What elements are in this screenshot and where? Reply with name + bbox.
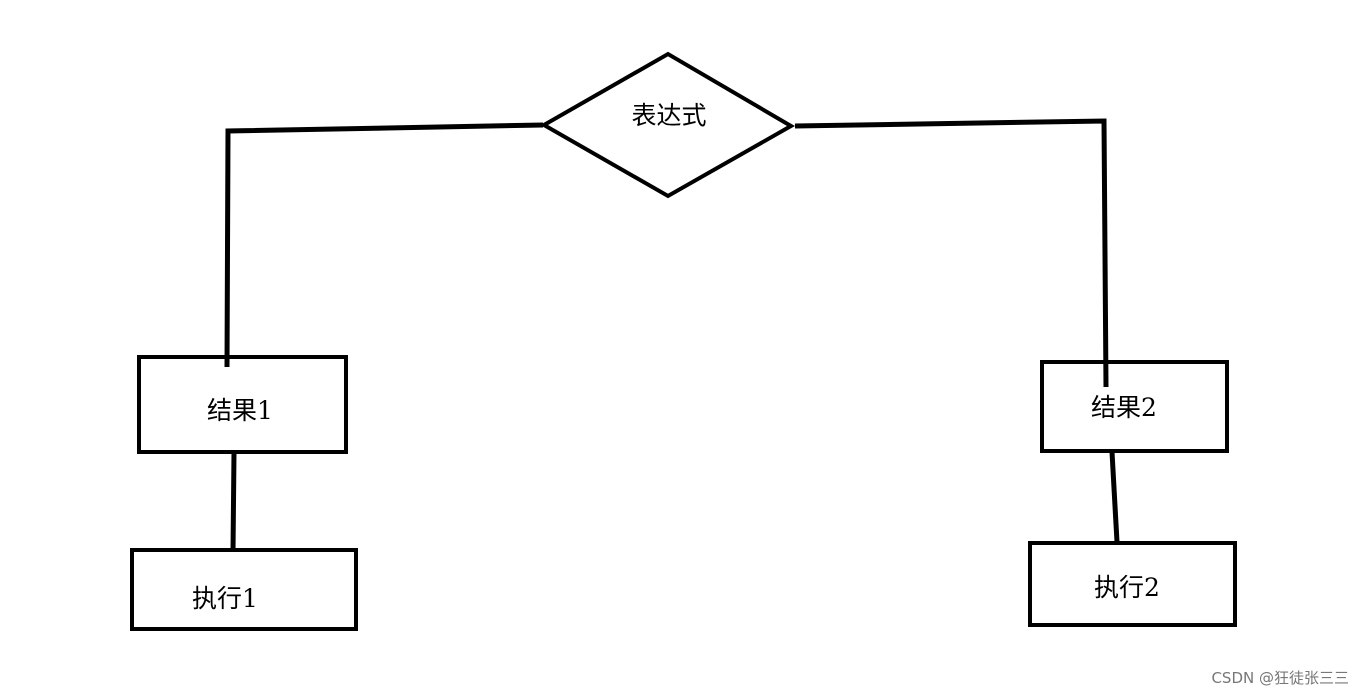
csdn-watermark: CSDN @狂徒张三三 [1211, 669, 1349, 687]
connector-condition-to-result-1 [224, 122, 544, 368]
condition-diamond [539, 51, 796, 199]
result-2-box [1040, 360, 1229, 453]
action-1-box [130, 548, 358, 631]
result-1-box [137, 355, 348, 454]
connector-result-2-to-action-2 [1109, 451, 1120, 543]
result-1-label: 结果1 [207, 396, 273, 425]
condition-label: 表达式 [631, 101, 706, 130]
connector-condition-to-result-2 [794, 118, 1109, 388]
action-2-box [1028, 541, 1237, 627]
result-2-label: 结果2 [1091, 393, 1157, 422]
action-1-label: 执行1 [192, 584, 258, 613]
connector-result-1-to-action-1 [230, 451, 237, 553]
action-2-label: 执行2 [1094, 573, 1160, 602]
